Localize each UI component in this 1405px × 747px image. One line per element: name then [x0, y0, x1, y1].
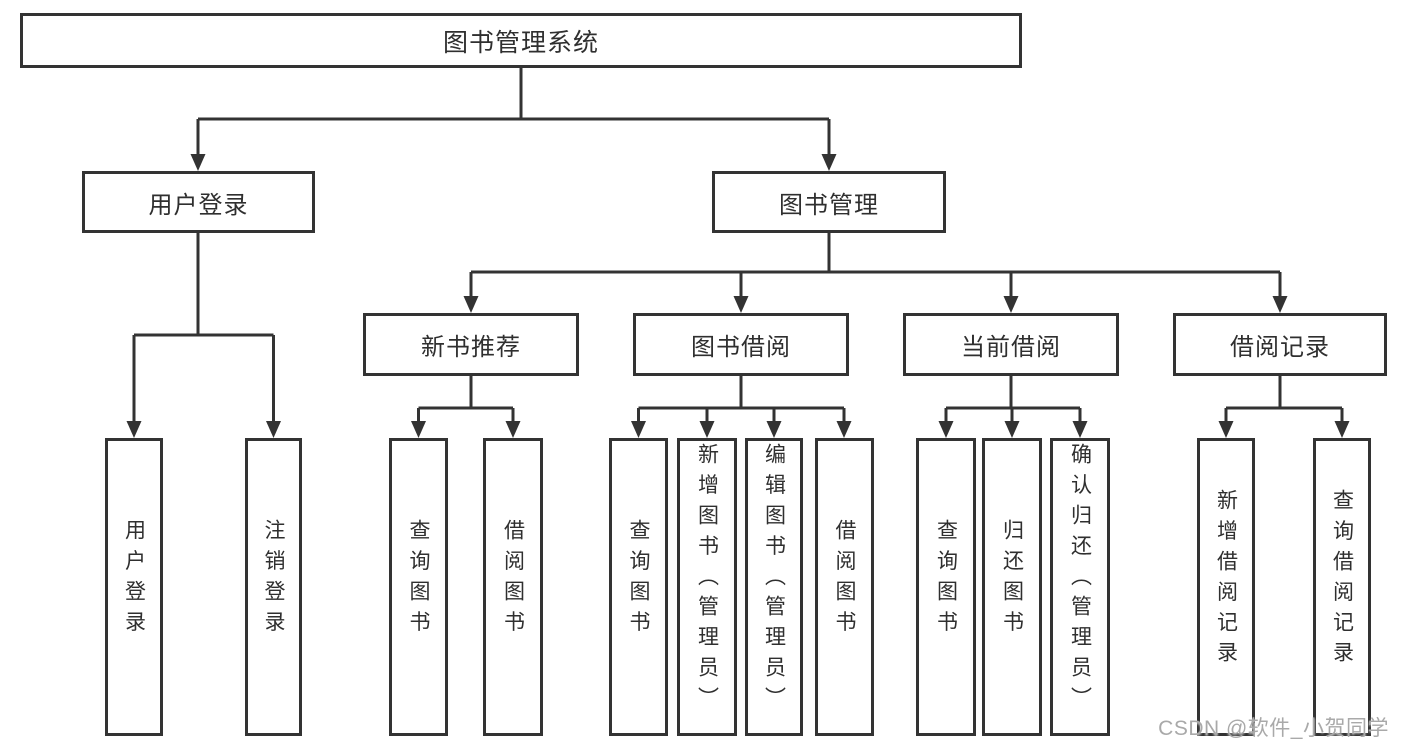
node-user-login: 用户登录	[82, 171, 315, 233]
node-label: 新增图书（管理员）	[695, 442, 719, 718]
leaf-return-books: 归还图书	[982, 438, 1042, 736]
arrowhead-icons	[126, 154, 1350, 438]
node-label: 注销登录	[262, 519, 285, 641]
node-book-borrow: 图书借阅	[633, 313, 849, 376]
node-label: 图书管理系统	[442, 28, 599, 57]
leaf-add-books-admin: 新增图书（管理员）	[677, 438, 737, 736]
node-label: 图书借阅	[691, 334, 791, 361]
node-label: 图书管理	[779, 191, 879, 219]
node-label: 查询图书	[627, 519, 650, 641]
leaf-query-books-recommend: 查询图书	[389, 438, 448, 736]
node-label: 新书推荐	[421, 334, 521, 361]
node-label: 新增借阅记录	[1214, 488, 1238, 672]
node-label: 借阅记录	[1230, 334, 1330, 361]
node-new-book-recommend: 新书推荐	[363, 313, 579, 376]
leaf-user-login: 用户登录	[105, 438, 163, 736]
leaf-query-books-current: 查询图书	[916, 438, 976, 736]
node-label: 用户登录	[122, 519, 146, 641]
node-label: 归还图书	[1000, 519, 1024, 641]
node-label: 查询图书	[407, 519, 430, 641]
leaf-borrow-books-borrow: 借阅图书	[815, 438, 874, 736]
node-label: 查询借阅记录	[1330, 488, 1354, 672]
node-label: 借阅图书	[833, 519, 856, 641]
tree-edges	[132, 68, 1344, 425]
node-label: 用户登录	[148, 191, 249, 219]
leaf-add-borrow-record: 新增借阅记录	[1197, 438, 1255, 736]
node-label: 当前借阅	[961, 334, 1061, 361]
node-label: 借阅图书	[501, 519, 525, 641]
node-label: 编辑图书（管理员）	[762, 442, 786, 718]
node-root-library-management-system: 图书管理系统	[20, 13, 1022, 68]
leaf-query-borrow-record: 查询借阅记录	[1313, 438, 1371, 736]
node-label: 查询图书	[934, 519, 958, 641]
node-borrow-records: 借阅记录	[1173, 313, 1387, 376]
csdn-watermark: CSDN @软件_小贺同学	[1158, 717, 1389, 740]
node-book-management: 图书管理	[712, 171, 946, 233]
leaf-logout: 注销登录	[245, 438, 302, 736]
leaf-query-books-borrow: 查询图书	[609, 438, 668, 736]
node-current-borrow: 当前借阅	[903, 313, 1119, 376]
leaf-confirm-return-admin: 确认归还（管理员）	[1050, 438, 1110, 736]
leaf-edit-books-admin: 编辑图书（管理员）	[745, 438, 803, 736]
leaf-borrow-books-recommend: 借阅图书	[483, 438, 543, 736]
node-label: 确认归还（管理员）	[1068, 442, 1092, 718]
